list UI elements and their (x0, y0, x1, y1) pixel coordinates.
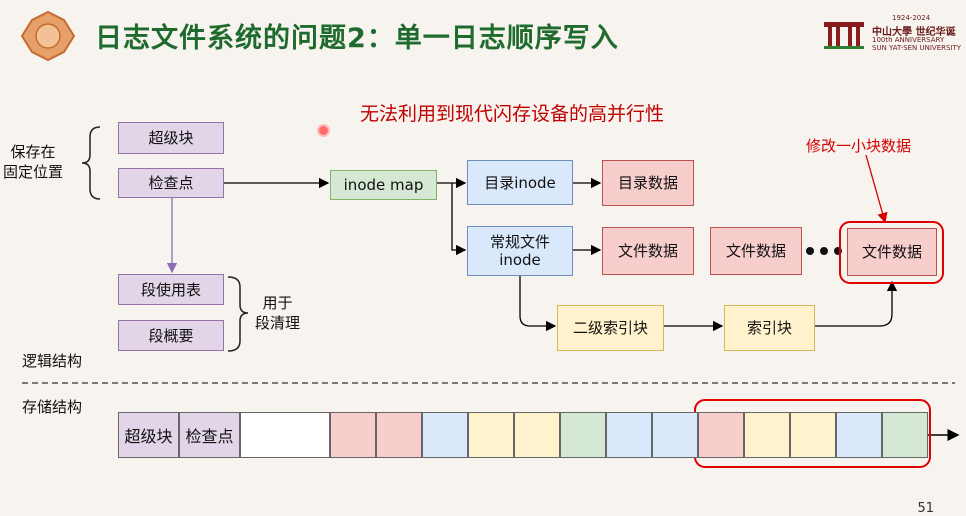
inode-map-box: inode map (330, 170, 437, 200)
page-number: 51 (917, 501, 934, 516)
strip-segment (606, 412, 652, 458)
university-logo: 1924-2024 中山大學 世纪华诞 100th ANNIVERSARY SU… (822, 14, 962, 54)
strip-segment (744, 412, 790, 458)
annotation-label: 修改一小块数据 (806, 137, 912, 155)
strip-segment (790, 412, 836, 458)
directory-inode-box: 目录inode (467, 160, 573, 205)
superblock-box: 超级块 (118, 122, 224, 154)
pointer-dot (317, 124, 330, 137)
strip-segment (376, 412, 422, 458)
regular-file-inode-box: 常规文件 inode (467, 226, 573, 276)
logo-cn: 中山大學 世纪华诞 (872, 27, 956, 38)
page-title: 日志文件系统的问题2：单一日志顺序写入 (95, 23, 619, 54)
segment-usage-table-box: 段使用表 (118, 274, 224, 305)
strip-segment (560, 412, 606, 458)
strip-segment (514, 412, 560, 458)
subtitle: 无法利用到现代闪存设备的高并行性 (360, 103, 665, 125)
logical-structure-label: 逻辑结构 (22, 352, 83, 370)
file-data-box-3: 文件数据 (847, 228, 937, 276)
logo-en1: 100th ANNIVERSARY (872, 36, 945, 44)
strip-segment (652, 412, 698, 458)
storage-structure-label: 存储结构 (22, 398, 83, 416)
index-block-box: 索引块 (724, 305, 815, 351)
logo-years: 1924-2024 (892, 14, 931, 22)
cleaning-label: 用于 段清理 (255, 294, 301, 333)
level2-index-block-box: 二级索引块 (557, 305, 664, 351)
strip-superblock: 超级块 (118, 412, 179, 458)
badge-logo (18, 10, 78, 62)
strip-segment (422, 412, 468, 458)
fixed-location-label: 保存在 固定位置 (3, 143, 64, 182)
strip-segment (240, 412, 330, 458)
strip-segment (330, 412, 376, 458)
file-data-box-1: 文件数据 (602, 227, 694, 275)
file-data-box-2: 文件数据 (710, 227, 802, 275)
strip-segment (468, 412, 514, 458)
strip-segment (882, 412, 928, 458)
strip-segment (698, 412, 744, 458)
directory-data-box: 目录数据 (602, 160, 694, 206)
gate-icon (824, 22, 864, 49)
strip-segment (836, 412, 882, 458)
checkpoint-box: 检查点 (118, 168, 224, 198)
strip-checkpoint: 检查点 (179, 412, 240, 458)
logo-en2: SUN YAT-SEN UNIVERSITY (872, 44, 962, 52)
segment-summary-box: 段概要 (118, 320, 224, 351)
